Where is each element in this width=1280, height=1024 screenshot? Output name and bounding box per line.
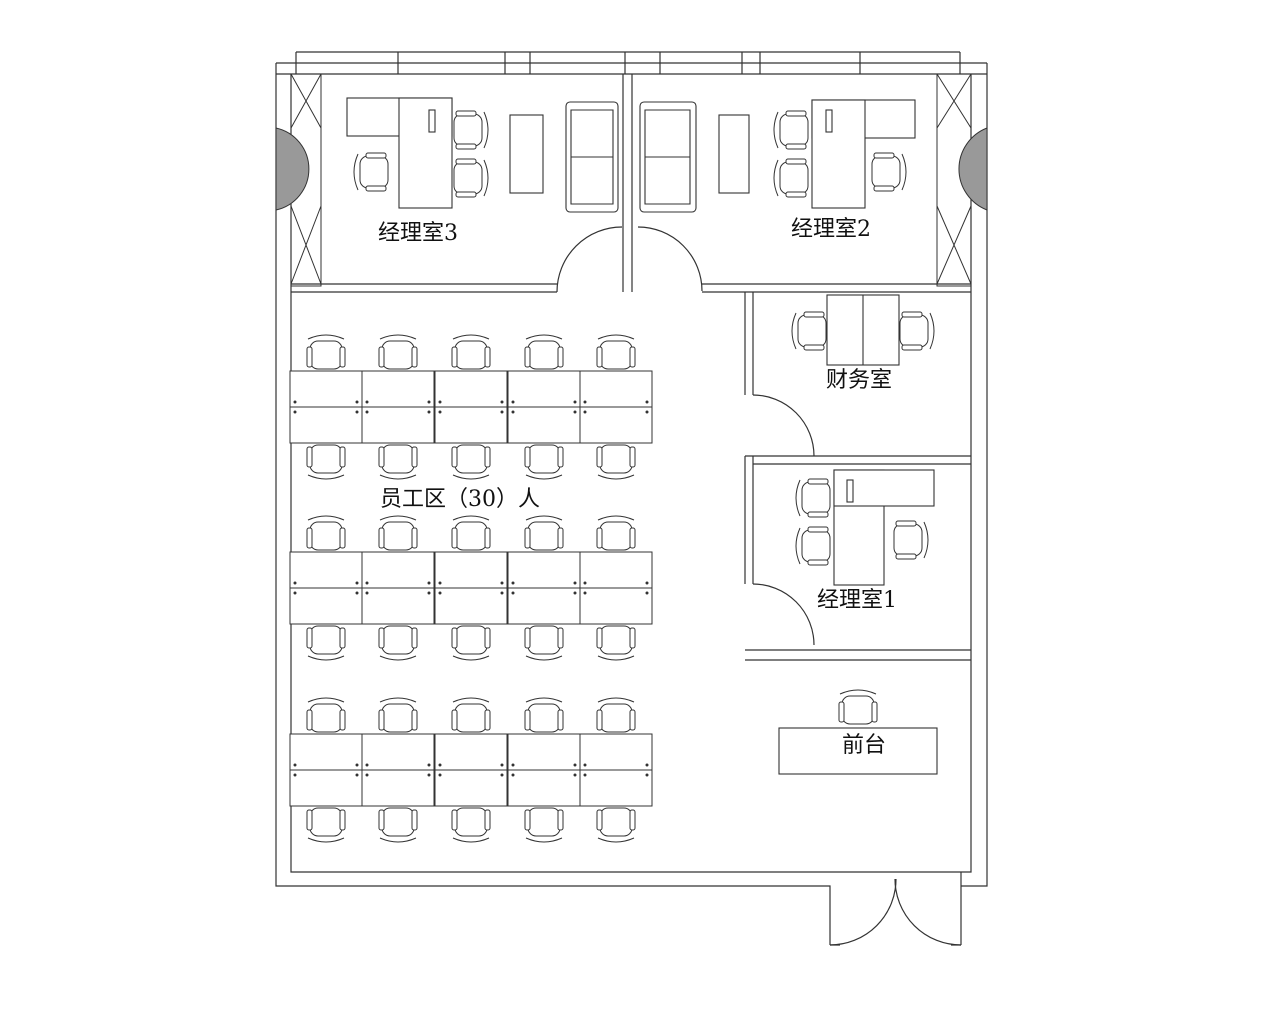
workstation-desk	[434, 769, 508, 807]
office-partitions	[291, 74, 971, 661]
workstation-block	[289, 370, 653, 444]
office-chair	[899, 311, 935, 351]
office-chair	[791, 311, 827, 351]
room-label-manager-3: 经理室3	[378, 221, 458, 246]
office-chair	[871, 152, 907, 192]
manager-office-1-furniture	[833, 469, 935, 586]
office-chair	[524, 697, 564, 733]
office-chair	[838, 689, 878, 725]
office-chair	[596, 444, 636, 480]
room-label-reception: 前台	[842, 733, 886, 758]
office-chair	[795, 478, 831, 518]
workstation-desk	[361, 370, 435, 408]
office-chair	[378, 334, 418, 370]
workstation-desk	[361, 406, 435, 444]
workstation-desk	[289, 733, 363, 771]
workstation-desk	[289, 406, 363, 444]
workstation-desk	[434, 370, 508, 408]
room-labels: 经理室3 经理室2 财务室 经理室1 员工区（30）人 前台	[378, 217, 897, 758]
office-chair	[524, 444, 564, 480]
room-label-manager-1: 经理室1	[817, 588, 897, 613]
office-chair	[773, 158, 809, 198]
office-chair	[773, 110, 809, 150]
workstation-desk	[507, 769, 581, 807]
sofa	[565, 101, 619, 213]
office-chair	[353, 152, 389, 192]
office-chair	[453, 158, 489, 198]
office-chair	[306, 807, 346, 843]
office-chair	[378, 444, 418, 480]
workstation-desk	[507, 551, 581, 589]
office-chair	[893, 520, 929, 560]
workstation-desk	[507, 587, 581, 625]
workstation-desk	[507, 370, 581, 408]
office-chair	[378, 515, 418, 551]
workstation-desk	[289, 551, 363, 589]
workstation-desk	[361, 551, 435, 589]
office-chair	[451, 807, 491, 843]
room-label-staff-area: 员工区（30）人	[380, 487, 540, 512]
office-chair	[596, 515, 636, 551]
workstation-desk	[579, 551, 653, 589]
workstation-desk	[361, 587, 435, 625]
workstation-desk	[361, 769, 435, 807]
workstation-block	[289, 733, 653, 807]
office-chair	[596, 625, 636, 661]
office-chair	[795, 526, 831, 566]
workstation-desk	[579, 733, 653, 771]
room-label-manager-2: 经理室2	[791, 217, 871, 242]
office-chair	[306, 625, 346, 661]
workstation-desk	[579, 406, 653, 444]
workstation-desk	[579, 370, 653, 408]
office-chair	[453, 110, 489, 150]
office-chair	[524, 515, 564, 551]
workstation-block	[289, 551, 653, 625]
office-chair	[451, 515, 491, 551]
office-chair	[596, 807, 636, 843]
workstation-desk	[579, 769, 653, 807]
office-chair	[524, 334, 564, 370]
office-chair	[378, 807, 418, 843]
office-chair	[306, 334, 346, 370]
sofa	[639, 101, 697, 213]
reception-desk	[778, 727, 938, 775]
workstation-desk	[434, 551, 508, 589]
workstation-desk	[289, 769, 363, 807]
column-right	[936, 73, 988, 287]
manager-office-3-furniture	[346, 97, 619, 213]
workstation-desk	[289, 587, 363, 625]
office-chair	[451, 697, 491, 733]
entrance-door	[829, 878, 962, 946]
chairs	[306, 110, 935, 843]
office-chair	[451, 334, 491, 370]
workstation-desk	[507, 733, 581, 771]
office-chair	[524, 625, 564, 661]
office-chair	[451, 444, 491, 480]
window-mullions	[295, 51, 961, 74]
office-chair	[306, 444, 346, 480]
workstation-desk	[434, 587, 508, 625]
office-chair	[451, 625, 491, 661]
office-chair	[524, 807, 564, 843]
workstation-desks	[289, 370, 653, 807]
workstation-desk	[507, 406, 581, 444]
office-chair	[378, 697, 418, 733]
manager-office-2-furniture	[639, 99, 916, 213]
workstation-desk	[289, 370, 363, 408]
office-chair	[306, 515, 346, 551]
office-chair	[596, 334, 636, 370]
office-chair	[306, 697, 346, 733]
workstation-desk	[361, 733, 435, 771]
room-label-finance: 财务室	[826, 368, 892, 393]
office-chair	[596, 697, 636, 733]
workstation-desk	[434, 406, 508, 444]
workstation-desk	[434, 733, 508, 771]
office-chair	[378, 625, 418, 661]
workstation-desk	[579, 587, 653, 625]
column-left	[275, 73, 322, 287]
finance-furniture	[826, 294, 900, 366]
